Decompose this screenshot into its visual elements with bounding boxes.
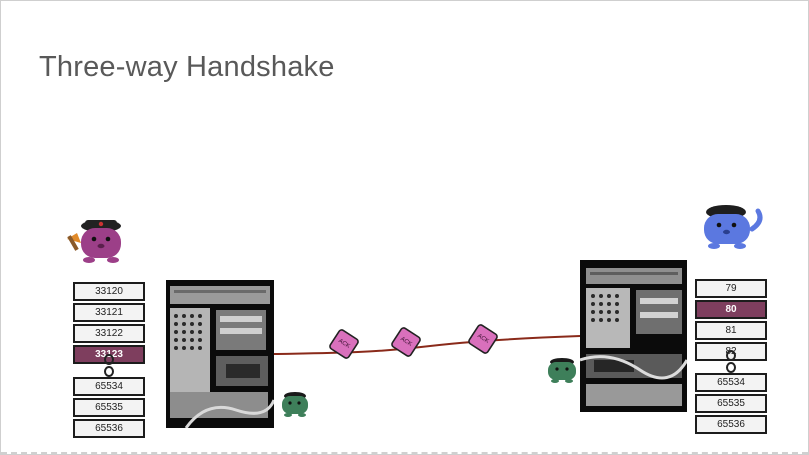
ack-packet-3: ACK — [467, 323, 499, 355]
server-port-65534: 65534 — [695, 373, 767, 392]
small-green-mascot-right-icon — [548, 358, 576, 383]
server-port-65535: 65535 — [695, 394, 767, 413]
server-port-65536: 65536 — [695, 415, 767, 434]
client-chain-ellipsis-icon — [104, 354, 114, 377]
server-mascot-icon — [704, 205, 763, 249]
client-port-65536: 65536 — [73, 419, 145, 438]
client-port-33121: 33121 — [73, 303, 145, 322]
ack-packet-2: ACK — [390, 326, 422, 358]
client-port-33122: 33122 — [73, 324, 145, 343]
client-port-65535: 65535 — [73, 398, 145, 417]
small-green-mascot-left-icon — [282, 392, 308, 417]
slide-bottom-border — [1, 452, 808, 454]
server-port-81: 81 — [695, 321, 767, 340]
ack-packet-1: ACK — [328, 328, 360, 360]
server-chain-ellipsis-icon — [726, 350, 736, 373]
client-port-33120: 33120 — [73, 282, 145, 301]
slide-title: Three-way Handshake — [39, 51, 335, 83]
client-computer-image — [166, 280, 274, 428]
server-port-stack-high: 65534 65535 65536 — [695, 373, 767, 436]
client-port-stack-high: 65534 65535 65536 — [73, 377, 145, 440]
server-port-80-active: 80 — [695, 300, 767, 319]
torch-flame-icon — [67, 233, 81, 243]
server-port-stack: 79 80 81 82 — [695, 279, 767, 363]
server-port-79: 79 — [695, 279, 767, 298]
client-mascot-icon — [67, 220, 121, 263]
client-port-65534: 65534 — [73, 377, 145, 396]
server-computer-image — [580, 260, 687, 412]
